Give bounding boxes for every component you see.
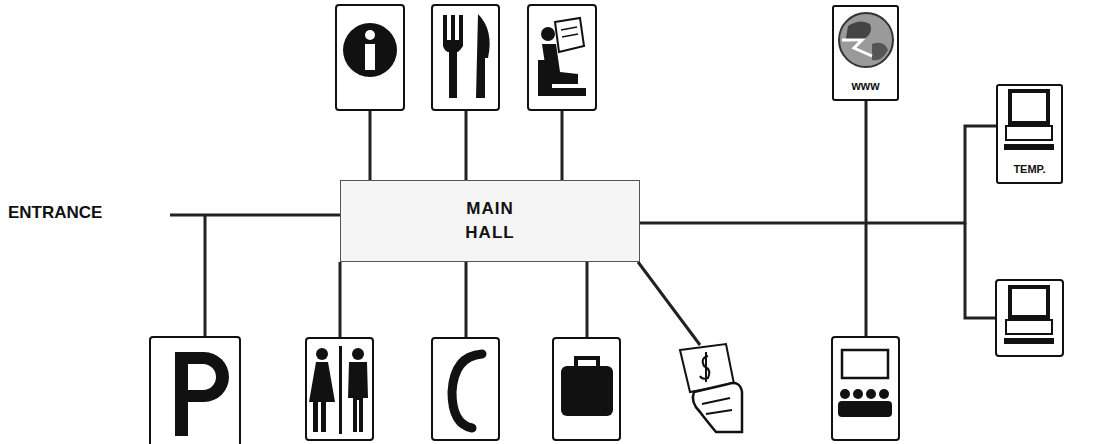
briefcase — [561, 366, 613, 416]
person-head — [840, 389, 850, 399]
monitor — [1010, 91, 1048, 123]
woman-head — [316, 348, 328, 360]
globe-arrow — [842, 40, 872, 56]
hall-title: MAIN HALL — [450, 197, 530, 245]
icon-frame — [336, 5, 404, 110]
icon-caption: TEMP. — [998, 162, 1061, 176]
icon-frame — [306, 338, 373, 440]
hall-connector — [640, 126, 996, 223]
icon-frame — [432, 5, 499, 110]
money-wire — [638, 262, 700, 345]
monitor — [1010, 287, 1048, 317]
luggage-wire — [586, 262, 589, 338]
hall-box: MAIN HALL — [340, 180, 640, 262]
parking-wire — [204, 215, 207, 337]
phone-symbol — [452, 354, 482, 428]
person-head — [879, 389, 889, 399]
web-box: www — [832, 5, 899, 101]
icon-frame — [996, 280, 1063, 356]
place-label: ENTRANCE — [8, 203, 102, 223]
lounge-symbol — [538, 18, 586, 96]
computer-symbol — [1004, 91, 1054, 150]
woman-figure — [309, 362, 335, 432]
globe — [839, 13, 893, 67]
knife — [476, 14, 490, 98]
fork-tine — [451, 15, 455, 43]
person-head — [866, 389, 876, 399]
icon-caption: www — [834, 79, 897, 93]
icon-frame — [553, 338, 620, 440]
icon-frame — [832, 337, 899, 440]
info-wire — [369, 110, 372, 180]
computer-box: TEMP. — [996, 84, 1063, 184]
wire-group — [170, 101, 996, 345]
icon-frame — [432, 338, 499, 440]
parking-symbol — [175, 352, 229, 436]
lounge-wire — [561, 110, 564, 180]
hand — [693, 383, 742, 432]
toilet-divider — [339, 346, 342, 434]
man-figure — [348, 362, 368, 432]
computer-base — [1006, 126, 1052, 140]
money-symbol — [680, 344, 742, 432]
computer-wire — [965, 223, 996, 318]
newspaper — [555, 18, 584, 52]
toilet-wire — [339, 262, 342, 338]
computer-symbol — [1004, 287, 1054, 344]
icon-frame — [150, 337, 240, 444]
globe-land — [872, 43, 888, 60]
info-symbol — [343, 23, 397, 77]
fork-handle — [443, 40, 463, 98]
meeting-symbol — [838, 350, 892, 417]
man-head — [352, 348, 364, 360]
fork-tine — [459, 15, 463, 43]
newspaper-line — [562, 34, 578, 37]
person-head — [853, 389, 863, 399]
icon-frames — [150, 5, 1063, 444]
finger-line — [702, 398, 732, 414]
dollar-mark — [700, 352, 709, 382]
info-symbol — [365, 30, 375, 40]
restaurant-symbol — [443, 14, 490, 98]
info-symbol — [365, 44, 375, 70]
reader-head — [541, 27, 555, 41]
globe-symbol — [839, 13, 893, 67]
www-wire — [865, 101, 868, 337]
screen — [842, 350, 888, 378]
phone-wire — [465, 262, 468, 338]
restaurant-wire — [465, 110, 468, 180]
luggage-symbol — [561, 358, 613, 416]
computer-base — [1006, 320, 1052, 334]
toilet-symbol — [309, 346, 368, 434]
keyboard — [1004, 144, 1054, 150]
newspaper-line — [561, 27, 577, 30]
keyboard — [1004, 338, 1054, 344]
fork-tine — [443, 15, 447, 43]
entrance-wire — [170, 214, 340, 217]
icon-frame — [528, 5, 596, 110]
audience — [838, 401, 892, 417]
